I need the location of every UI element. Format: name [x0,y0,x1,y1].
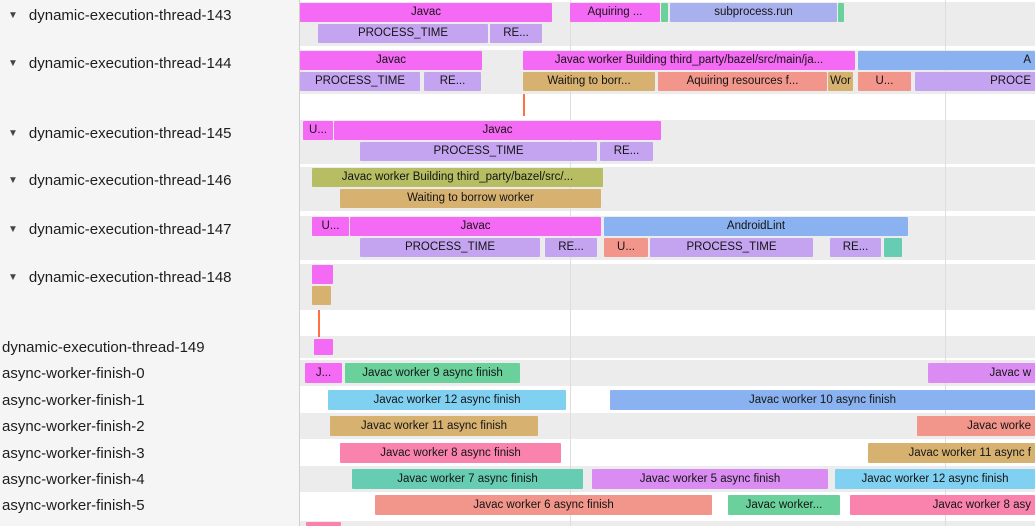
track-label[interactable]: async-worker-finish-0 [0,363,145,383]
collapse-arrow-icon[interactable]: ▼ [8,57,18,69]
track-band [300,521,1035,526]
trace-slice[interactable]: Javac worker 12 async finish [328,390,566,410]
track-label[interactable]: ▼ dynamic-execution-thread-144 [0,53,232,73]
track-label[interactable]: ▼ dynamic-execution-thread-147 [0,219,232,239]
trace-slice[interactable]: AndroidLint [604,217,908,236]
trace-slice[interactable]: Javac worker 11 async finish [330,416,538,436]
collapse-arrow-icon[interactable]: ▼ [8,127,18,139]
track-label-text: async-worker-finish-5 [2,496,145,514]
trace-slice[interactable]: Javac worker 11 async f [868,443,1035,463]
trace-slice[interactable]: U... [604,238,648,257]
trace-slice[interactable]: PROCESS_TIME [650,238,813,257]
trace-slice[interactable] [312,265,333,284]
trace-slice[interactable]: RE... [545,238,597,257]
track-band [300,336,1035,358]
trace-slice[interactable]: Waiting to borr... [523,72,655,91]
track-label-panel [0,0,300,526]
trace-slice[interactable]: Javac worker 6 async finish [375,495,712,515]
track-label-text: async-worker-finish-2 [2,417,145,435]
trace-slice[interactable]: A [858,51,1035,70]
trace-slice[interactable]: Javac w [928,363,1035,383]
track-label-text: dynamic-execution-thread-143 [28,6,232,24]
trace-slice[interactable]: Javac worker 12 async finish [835,469,1035,489]
trace-slice[interactable]: Javac [300,51,482,70]
track-label-text: async-worker-finish-1 [2,391,145,409]
trace-slice[interactable]: U... [312,217,349,236]
track-label-text: dynamic-execution-thread-144 [28,54,232,72]
trace-slice[interactable]: PROCE [915,72,1035,91]
trace-slice[interactable]: subprocess.run [670,3,837,22]
track-label-text: dynamic-execution-thread-146 [28,171,232,189]
track-label[interactable]: ▼ dynamic-execution-thread-146 [0,170,232,190]
trace-slice[interactable]: U... [303,121,333,140]
trace-slice[interactable]: Javac worker 8 async finish [340,443,561,463]
collapse-arrow-icon[interactable]: ▼ [8,223,18,235]
trace-slice[interactable] [838,3,844,22]
track-label[interactable]: async-worker-finish-4 [0,469,145,489]
trace-slice[interactable]: RE... [490,24,542,43]
track-band [300,264,1035,310]
track-label-text: dynamic-execution-thread-148 [28,268,232,286]
track-label-text: dynamic-execution-thread-149 [2,338,205,356]
track-label[interactable]: ▼ dynamic-execution-thread-145 [0,123,232,143]
trace-slice[interactable]: PROCESS_TIME [300,72,420,91]
trace-slice[interactable]: Javac worker 8 asy [850,495,1035,515]
trace-slice[interactable]: Waiting to borrow worker [340,189,601,208]
trace-slice[interactable]: Javac worke [917,416,1035,436]
event-marker [318,310,320,337]
track-label[interactable]: async-worker-finish-5 [0,495,145,515]
trace-slice[interactable]: Javac worker 5 async finish [592,469,828,489]
track-label[interactable]: dynamic-execution-thread-149 [0,337,205,357]
track-label-text: async-worker-finish-0 [2,364,145,382]
trace-slice[interactable]: Javac worker 10 async finish [610,390,1035,410]
trace-slice[interactable]: Javac [300,3,552,22]
trace-slice[interactable]: J... [305,363,342,383]
trace-slice[interactable]: Wor [828,72,853,91]
trace-slice[interactable]: RE... [830,238,881,257]
collapse-arrow-icon[interactable]: ▼ [8,9,18,21]
trace-slice[interactable]: Aquiring ... [570,3,660,22]
track-label[interactable]: async-worker-finish-1 [0,390,145,410]
trace-slice[interactable]: PROCESS_TIME [360,238,540,257]
trace-slice[interactable] [884,238,902,257]
track-label[interactable]: async-worker-finish-2 [0,416,145,436]
track-label-text: async-worker-finish-3 [2,444,145,462]
trace-slice[interactable]: U... [858,72,911,91]
trace-slice[interactable]: Javac worker Building third_party/bazel/… [523,51,855,70]
trace-slice[interactable]: Javac worker 9 async finish [345,363,520,383]
trace-slice[interactable]: PROCESS_TIME [318,24,488,43]
collapse-arrow-icon[interactable]: ▼ [8,174,18,186]
gridline [570,0,571,526]
trace-slice[interactable]: Javac worker... [728,495,840,515]
trace-slice[interactable]: PROCESS_TIME [360,142,597,161]
trace-slice[interactable] [306,522,341,526]
track-label-text: dynamic-execution-thread-145 [28,124,232,142]
trace-slice[interactable]: Javac worker Building third_party/bazel/… [312,168,603,187]
event-marker [523,94,525,116]
trace-slice[interactable]: Javac [350,217,601,236]
trace-slice[interactable]: Aquiring resources f... [658,72,827,91]
track-label-text: async-worker-finish-4 [2,470,145,488]
trace-slice[interactable] [661,3,668,22]
trace-slice[interactable]: RE... [424,72,481,91]
track-label[interactable]: ▼ dynamic-execution-thread-143 [0,5,232,25]
trace-slice[interactable] [314,339,333,355]
track-label[interactable]: async-worker-finish-3 [0,443,145,463]
gridline [945,0,946,526]
track-label[interactable]: ▼ dynamic-execution-thread-148 [0,267,232,287]
trace-slice[interactable]: Javac worker 7 async finish [352,469,583,489]
collapse-arrow-icon[interactable]: ▼ [8,271,18,283]
trace-slice[interactable]: Javac [334,121,661,140]
track-label-text: dynamic-execution-thread-147 [28,220,232,238]
trace-slice[interactable] [312,286,331,305]
trace-slice[interactable]: RE... [600,142,653,161]
